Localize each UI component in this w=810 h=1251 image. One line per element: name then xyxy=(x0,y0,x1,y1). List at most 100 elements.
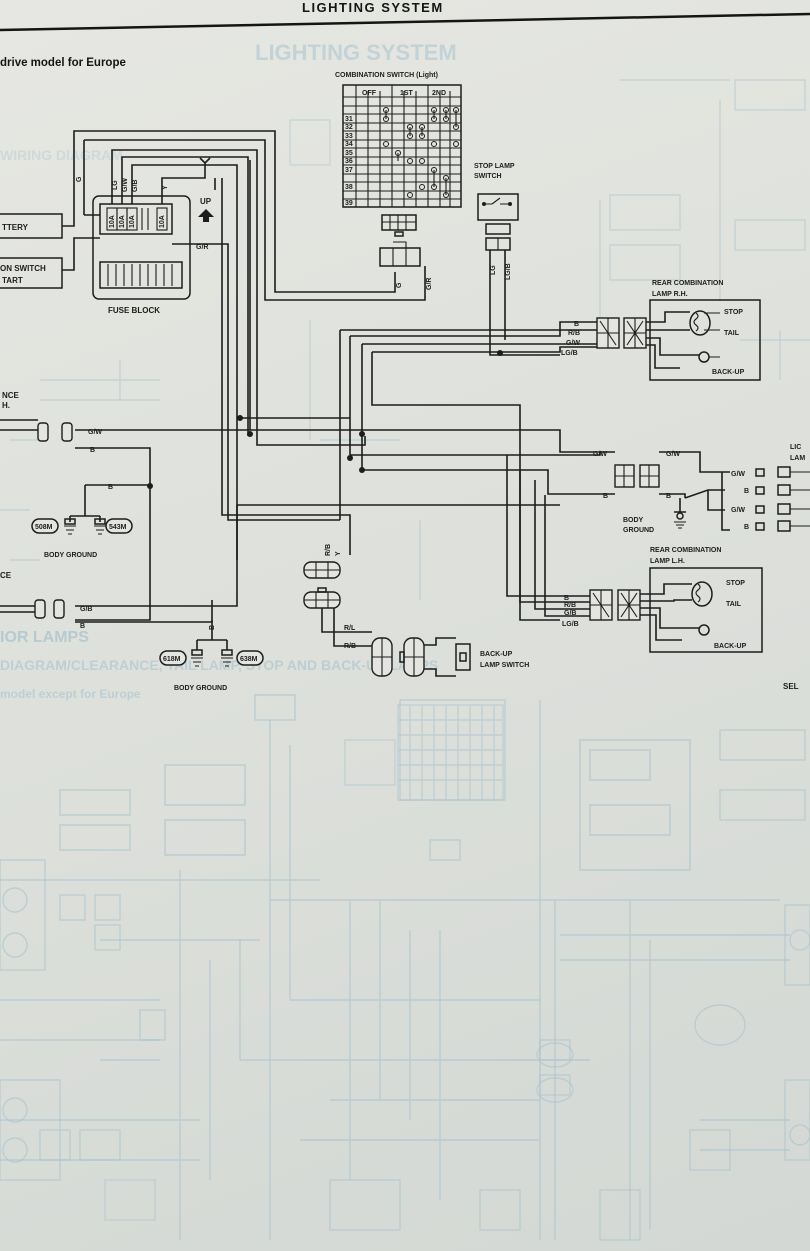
wire-gw-label-2: G/W xyxy=(666,451,680,458)
ghost-title: LIGHTING SYSTEM xyxy=(255,40,457,65)
left-ce-label: CE xyxy=(0,571,12,580)
bleed-through-layer: LIGHTING SYSTEM DIAGRAM/CLEARANCE, TAIL … xyxy=(0,40,810,1241)
switch-row-labels: 31 32 33 34 35 36 37 38 39 xyxy=(345,116,353,207)
lh-wire-rb: R/B xyxy=(564,602,576,609)
lh-wire-b: B xyxy=(564,595,569,602)
lower-wire-gb: G/B xyxy=(80,606,92,613)
grounds: B 508M 543M BODY GROUND B 618M 638M BODY… xyxy=(31,484,686,692)
up-arrow-icon xyxy=(198,209,214,222)
page-subtitle: drive model for Europe xyxy=(0,57,126,69)
stop-lamp-switch-label-1: STOP LAMP xyxy=(474,163,515,170)
wire-rb-vertical: R/B xyxy=(325,544,332,556)
fuse-block-label: FUSE BLOCK xyxy=(108,306,160,315)
rear-combo-rh-label-1: REAR COMBINATION xyxy=(652,280,723,287)
rear-combo-lh-label-1: REAR COMBINATION xyxy=(650,547,721,554)
left-wire-b: B xyxy=(90,447,95,454)
rear-lh-backup-label: BACK-UP xyxy=(714,643,747,650)
battery-label: TTERY xyxy=(2,223,29,232)
ground-badge-618m: 618M xyxy=(163,656,181,663)
wire-lg-fuse: LG xyxy=(112,180,119,190)
wire-rb-label: R/B xyxy=(344,643,356,650)
lic-wire-4: B xyxy=(744,524,749,531)
lic-wire-2: B xyxy=(744,488,749,495)
combination-switch-label: COMBINATION SWITCH (Light) xyxy=(335,72,438,79)
rear-combo-lh-label-2: LAMP L.H. xyxy=(650,558,685,565)
switch-row-32: 32 xyxy=(345,124,353,131)
switch-row-37: 37 xyxy=(345,167,353,174)
rear-lh-tail-label: TAIL xyxy=(726,601,742,608)
left-nce-label: NCE xyxy=(2,391,20,400)
ghost-wiring-diagram: WIRING DIAGRAM xyxy=(0,147,123,163)
switch-row-34: 34 xyxy=(345,141,353,148)
ground-badge-508m: 508M xyxy=(35,524,53,531)
switch-row-35: 35 xyxy=(345,150,353,157)
switch-col-2nd: 2ND xyxy=(432,90,446,97)
ghost-diagram-title: DIAGRAM/CLEARANCE, TAIL LAMP, STOP AND B… xyxy=(0,657,438,673)
right-lic-label: LIC xyxy=(790,444,801,451)
fuse-block: 10A 10A 10A 10A FUSE BLOCK UP xyxy=(92,195,214,315)
wire-gr-switch: G/R xyxy=(426,278,433,290)
ignition-switch-label-2: TART xyxy=(2,276,23,285)
wire-gb-fuse: G/B xyxy=(132,180,139,192)
body-ground-label-1: BODY GROUND xyxy=(44,552,97,559)
wire-rl-label: R/L xyxy=(344,625,356,632)
left-h-label: H. xyxy=(2,401,10,410)
lh-wire-lgb: LG/B xyxy=(562,621,579,628)
ground-wire-b-2: B xyxy=(209,625,216,630)
rear-rh-backup-label: BACK-UP xyxy=(712,369,745,376)
left-edge-components: TTERY ON SWITCH TART NCE H. CE IOR LAMPS xyxy=(0,213,89,646)
rear-combination-lamp-lh: REAR COMBINATION LAMP L.H. STOP TAIL BAC… xyxy=(589,547,763,653)
rear-lh-stop-label: STOP xyxy=(726,580,745,587)
rear-combo-rh-label-2: LAMP R.H. xyxy=(652,291,688,298)
lic-wire-3: G/W xyxy=(731,507,745,514)
right-sel-label: SEL xyxy=(783,682,799,691)
wire-b-label-2: B xyxy=(666,493,671,500)
left-wire-gw: G/W xyxy=(88,429,102,436)
fuse-4-rating: 10A xyxy=(159,215,166,228)
rear-rh-stop-label: STOP xyxy=(724,309,743,316)
combination-switch: COMBINATION SWITCH (Light) OFF 1ST 2ND 3… xyxy=(335,72,462,267)
backup-switch-label-1: BACK-UP xyxy=(480,651,513,658)
fuse-1-rating: 10A xyxy=(109,215,116,228)
lic-wire-1: G/W xyxy=(731,471,745,478)
fuse-2-rating: 10A xyxy=(119,215,126,228)
lower-wire-b: B xyxy=(80,623,85,630)
up-label: UP xyxy=(200,197,212,206)
wire-gr-fuse: G/R xyxy=(196,244,208,251)
switch-row-36: 36 xyxy=(345,158,353,165)
lh-wire-gb: G/B xyxy=(564,610,576,617)
wire-b-label-1: B xyxy=(603,493,608,500)
rear-combination-lamp-rh: REAR COMBINATION LAMP R.H. STOP TAIL BAC… xyxy=(596,280,761,381)
rear-rh-tail-label: TAIL xyxy=(724,330,740,337)
ignition-switch-label-1: ON SWITCH xyxy=(0,264,46,273)
backup-lamp-switch: R/B Y R/L R/B BACK-UP LAMP SWITCH xyxy=(303,544,529,677)
ground-badge-543m: 543M xyxy=(109,524,127,531)
switch-col-off: OFF xyxy=(362,90,377,97)
ground-badge-638m: 638M xyxy=(240,656,258,663)
wire-g-battery: G xyxy=(76,176,83,182)
switch-row-39: 39 xyxy=(345,200,353,207)
license-lamp-connectors: G/W G/W B B G/W B G/W B LIC LAM SEL xyxy=(593,444,810,691)
wire-lg-stop: LG xyxy=(490,265,497,275)
ghost-model-text: model except for Europe xyxy=(0,687,141,701)
wire-gw-fuse: G/W xyxy=(122,178,129,192)
switch-contacts xyxy=(383,107,459,198)
main-wiring: G G G/R LG G/W G/B Y G/R LG LG/B B R/B G… xyxy=(0,130,615,630)
wire-lgb-stop: LG/B xyxy=(505,263,512,280)
right-lam-label: LAM xyxy=(790,455,805,462)
fuse-3-rating: 10A xyxy=(129,215,136,228)
switch-row-33: 33 xyxy=(345,133,353,140)
switch-row-31: 31 xyxy=(345,116,353,123)
wire-y-vertical: Y xyxy=(335,551,342,556)
backup-switch-label-2: LAMP SWITCH xyxy=(480,662,529,669)
switch-col-1st: 1ST xyxy=(400,90,414,97)
rh-wire-gw: G/W xyxy=(566,340,580,347)
wire-g-switch: G xyxy=(396,282,403,288)
page-title: LIGHTING SYSTEM xyxy=(302,0,444,15)
page-header: LIGHTING SYSTEM drive model for Europe xyxy=(0,0,810,69)
stop-lamp-switch: STOP LAMP SWITCH xyxy=(474,163,519,251)
left-ior-lamps: IOR LAMPS xyxy=(0,629,89,646)
body-ground-split-2: GROUND xyxy=(623,527,654,534)
